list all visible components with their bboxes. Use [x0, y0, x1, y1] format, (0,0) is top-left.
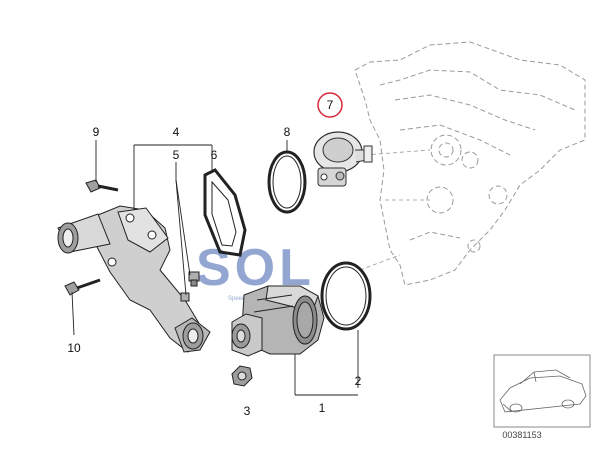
diagram-reference-number: 00381153 — [502, 430, 541, 440]
callout-6: 6 — [211, 148, 218, 162]
bolt-9-part — [85, 179, 119, 193]
thermostat-gasket-part — [267, 150, 307, 214]
thermostat-part — [313, 131, 373, 187]
nut-part — [231, 365, 253, 387]
callout-8: 8 — [284, 125, 291, 139]
callout-4: 4 — [173, 125, 180, 139]
screw-plug-part — [180, 271, 200, 302]
engine-mounting-lines — [359, 149, 431, 271]
housing-gasket-part — [203, 168, 247, 257]
callout-9: 9 — [93, 125, 100, 139]
water-pump-part — [231, 285, 325, 357]
thermostat-housing-part — [57, 205, 211, 353]
car-icon — [499, 369, 587, 413]
callout-10: 10 — [67, 341, 81, 355]
leader-lines — [71, 140, 359, 396]
engine-block-outline — [354, 41, 586, 286]
callout-2: 2 — [355, 374, 362, 388]
car-thumbnail-inset — [493, 354, 591, 428]
callout-7: 7 — [327, 98, 334, 112]
callout-1: 1 — [319, 401, 326, 415]
callout-3: 3 — [244, 404, 251, 418]
highlight-ring — [317, 92, 343, 118]
callout-5: 5 — [173, 148, 180, 162]
water-pump-gasket-part — [320, 261, 372, 331]
bolt-10-part — [64, 278, 101, 296]
